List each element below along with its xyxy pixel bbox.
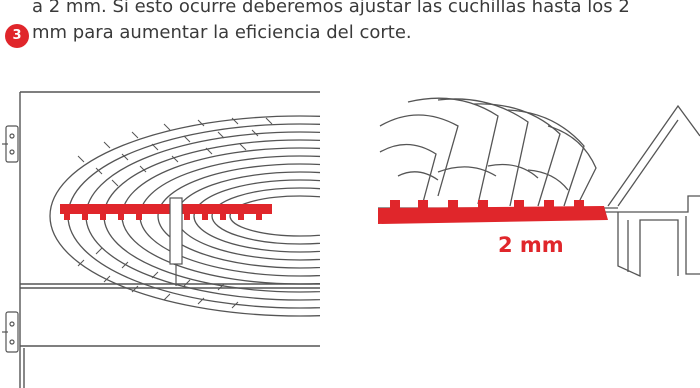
step-text-line-1: a 2 mm. Si esto ocurre deberemos ajustar…	[32, 0, 630, 17]
blade-height-detail	[378, 97, 700, 278]
hinge-top	[2, 125, 19, 163]
step-text-line-2: mm para aumentar la eficiencia del corte…	[32, 22, 412, 43]
step-description: a 2 mm. Si esto ocurre deberemos ajustar…	[32, 0, 672, 46]
blade-highlight-detail	[378, 200, 608, 224]
blade-plate-illustration	[2, 91, 320, 388]
blade-highlight	[60, 204, 272, 220]
blade-gap-measurement: 2 mm	[498, 233, 564, 257]
hinge-bottom	[2, 311, 19, 353]
step-number-badge: 3	[5, 24, 29, 48]
